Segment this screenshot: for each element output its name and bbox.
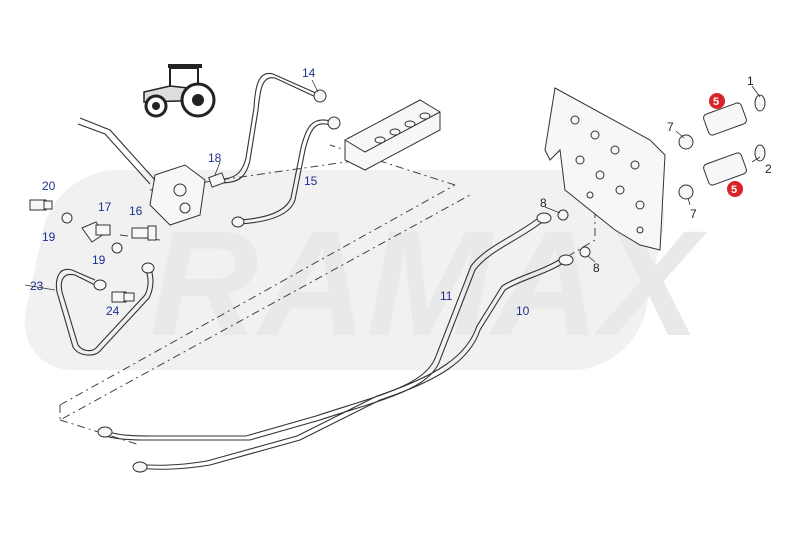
tractor-icon <box>143 64 216 118</box>
fitting-23-end <box>93 279 107 291</box>
label-23: 23 <box>30 279 44 293</box>
left-valve-assembly <box>77 117 226 226</box>
valve-block <box>344 99 441 171</box>
fitting-14 <box>313 89 327 103</box>
washer-8b <box>579 246 591 258</box>
coupler-upper <box>678 94 766 150</box>
svg-text:5: 5 <box>713 96 719 108</box>
oring-19a <box>61 212 73 224</box>
label-2: 2 <box>765 162 772 176</box>
label-17: 17 <box>98 200 112 214</box>
oring-19b <box>111 242 123 254</box>
badge-5-lower: 5 <box>727 181 743 197</box>
label-24: 24 <box>106 304 120 318</box>
fitting-23-top <box>141 262 155 274</box>
label-15: 15 <box>304 174 318 188</box>
label-7b: 7 <box>690 207 697 221</box>
pipe-15 <box>239 119 331 225</box>
fitting-17 <box>81 221 111 243</box>
label-14: 14 <box>302 66 316 80</box>
pipe-14 <box>219 72 319 184</box>
label-20: 20 <box>42 179 56 193</box>
label-1: 1 <box>747 74 754 88</box>
fitting-10-end <box>132 461 148 473</box>
leader-lines <box>24 79 761 291</box>
label-16: 16 <box>129 204 143 218</box>
fitting-16 <box>131 225 157 241</box>
label-18: 18 <box>208 151 222 165</box>
fitting-24 <box>111 291 135 303</box>
coupler-lower <box>678 144 766 200</box>
label-8a: 8 <box>540 196 547 210</box>
mounting-plate <box>544 87 666 251</box>
fitting-15-end <box>231 216 245 228</box>
badge-5-upper: 5 <box>709 93 725 109</box>
fitting-10-start <box>558 254 574 266</box>
label-11: 11 <box>440 289 453 303</box>
fitting-20 <box>29 199 53 211</box>
label-8b: 8 <box>593 261 600 275</box>
label-7a: 7 <box>667 120 674 134</box>
fitting-15 <box>327 116 341 130</box>
pipe-23 <box>55 265 154 356</box>
pipe-10 <box>136 257 566 470</box>
fitting-11-end <box>97 426 113 438</box>
label-19b: 19 <box>92 253 106 267</box>
label-10: 10 <box>516 304 530 318</box>
svg-text:5: 5 <box>731 184 737 196</box>
fitting-11-start <box>536 212 552 224</box>
label-19a: 19 <box>42 230 56 244</box>
washer-8a <box>557 209 569 221</box>
